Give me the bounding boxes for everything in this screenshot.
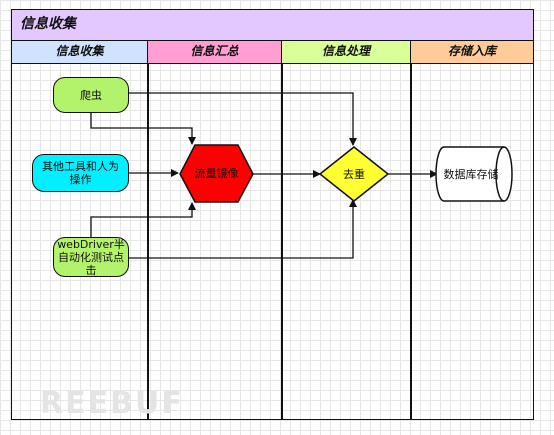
edge-crawler-to-dedup [129,92,357,146]
lane-header-aggregate: 信息汇总 [147,40,282,64]
edge-crawler-to-mirror [90,113,196,145]
db-storage-node: 数据库存储 [437,147,505,201]
crawler-label: 爬虫 [80,88,102,102]
dedup-label: 去重 [343,167,365,181]
other-tools-label: 其他工具和人为操作 [42,160,119,186]
lane-divider [147,64,149,420]
dedup-node: 去重 [320,147,388,201]
lane-divider [410,64,412,420]
traffic-mirror-label: 流量镜像 [194,167,239,180]
other-tools-node: 其他工具和人为操作 [32,154,129,192]
db-storage-label: 数据库存储 [443,167,499,181]
webdriver-node: webDriver半自动化测试点击 [53,237,129,277]
edge-webdriver-to-mirror [90,202,196,238]
db-storage-rim [495,146,505,202]
lane-divider [281,64,283,420]
lane-header-store: 存储入库 [410,40,534,64]
watermark: REEBUF [40,386,184,421]
edge-webdriver-to-dedup [129,199,357,259]
dedup-shape [318,146,390,202]
webdriver-label: webDriver半自动化测试点击 [57,237,125,277]
traffic-mirror-node: 流量镜像 [180,145,253,202]
traffic-mirror-shape [179,144,254,203]
crawler-node: 爬虫 [53,77,129,113]
lane-header-collect: 信息收集 [11,40,148,64]
